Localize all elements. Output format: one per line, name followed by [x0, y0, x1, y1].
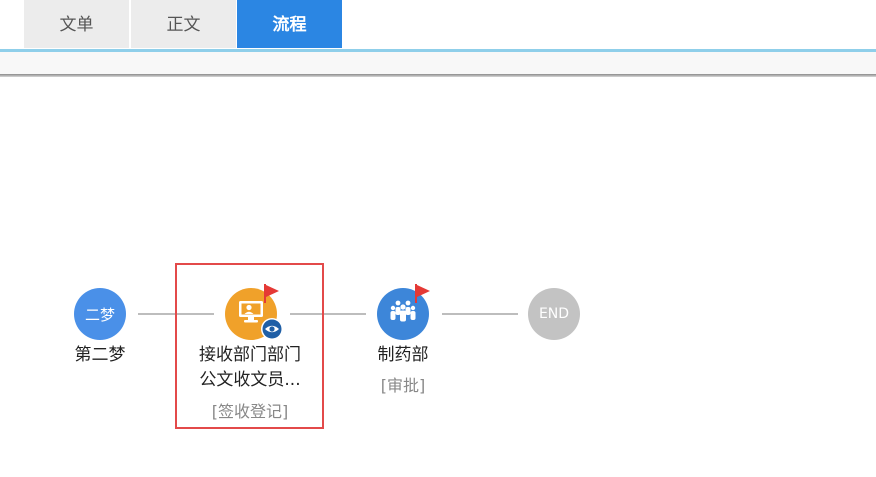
tab-bar: 文单 正文 流程 [0, 0, 876, 50]
step1-node-action: [签收登记] [211, 402, 289, 421]
toolbar-divider [0, 74, 876, 77]
end-node[interactable]: END [528, 288, 580, 340]
step1-eye-icon[interactable] [261, 318, 283, 340]
step2-node[interactable] [377, 288, 429, 340]
step2-red-flag-icon [414, 284, 432, 308]
tab-body-text[interactable]: 正文 [131, 0, 236, 48]
tab-document-form[interactable]: 文单 [24, 0, 129, 48]
start-node[interactable]: 二梦 [74, 288, 126, 340]
tab-underline [0, 49, 876, 52]
step1-node-name-line1: 接收部门部门 [199, 345, 301, 365]
toolbar [0, 52, 876, 74]
step1-node-name: 接收部门部门 公文收文员... [176, 343, 324, 393]
step2-node-action: [审批] [380, 376, 426, 395]
selected-node-frame [175, 263, 324, 429]
group-people-icon [389, 299, 417, 329]
start-node-avatar-text: 二梦 [84, 305, 115, 324]
connector-step1-step2 [290, 313, 366, 315]
connector-step2-end [442, 313, 518, 315]
step2-node-name: 制药部 [377, 345, 429, 365]
step1-node-name-line2: 公文收文员... [199, 370, 301, 390]
tab-workflow[interactable]: 流程 [237, 0, 342, 48]
end-node-label: END [538, 306, 570, 322]
monitor-person-icon [238, 300, 264, 328]
step1-red-flag-icon [263, 284, 281, 308]
start-node-name: 第二梦 [74, 345, 126, 365]
